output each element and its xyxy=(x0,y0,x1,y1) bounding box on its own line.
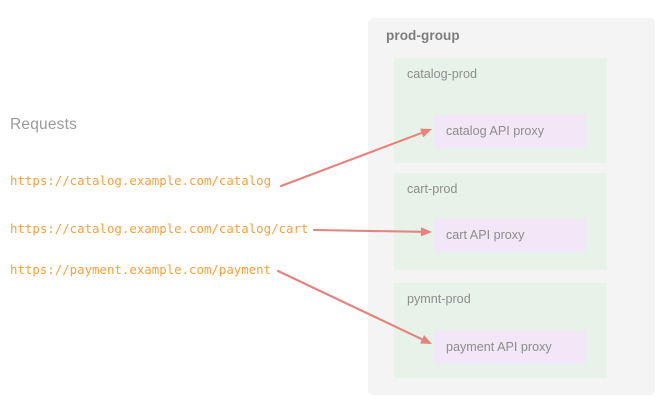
environment-panel-catalog-prod: catalog-prod catalog API proxy xyxy=(394,58,607,163)
proxy-label-cart: cart API proxy xyxy=(446,228,525,242)
prod-group-title: prod-group xyxy=(386,28,460,43)
request-url-catalog: https://catalog.example.com/catalog xyxy=(10,173,272,188)
environment-title-catalog-prod: catalog-prod xyxy=(407,67,478,81)
proxy-box-payment: payment API proxy xyxy=(434,330,586,364)
requests-heading: Requests xyxy=(10,116,78,133)
proxy-box-cart: cart API proxy xyxy=(434,218,586,252)
request-url-payment: https://payment.example.com/payment xyxy=(10,262,272,277)
proxy-box-catalog: catalog API proxy xyxy=(434,114,586,148)
prod-group-panel: prod-group catalog-prod catalog API prox… xyxy=(368,18,655,395)
request-url-cart: https://catalog.example.com/catalog/cart xyxy=(10,221,309,236)
proxy-label-catalog: catalog API proxy xyxy=(446,124,545,138)
environment-title-pymnt-prod: pymnt-prod xyxy=(407,292,471,306)
environment-panel-cart-prod: cart-prod cart API proxy xyxy=(394,173,607,270)
environment-panel-pymnt-prod: pymnt-prod payment API proxy xyxy=(394,283,607,378)
proxy-label-payment: payment API proxy xyxy=(446,340,552,354)
environment-title-cart-prod: cart-prod xyxy=(407,182,458,196)
